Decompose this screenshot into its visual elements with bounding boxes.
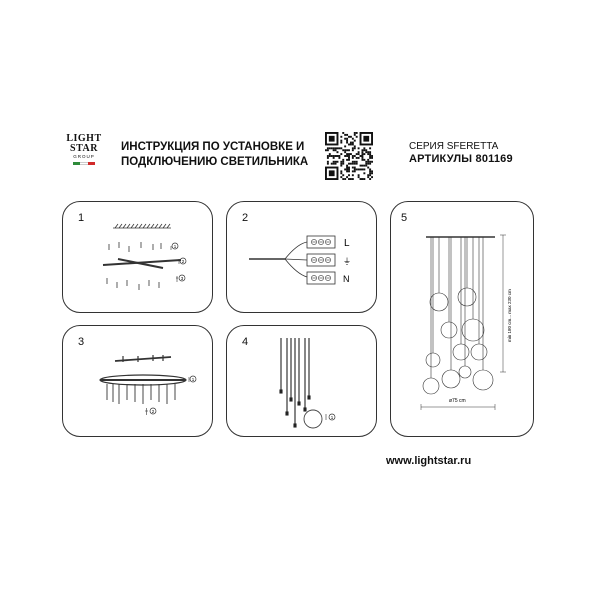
step-4-illustration: 1 [279,338,336,429]
italian-flag-icon [73,162,95,165]
terminal-block-n [306,271,336,285]
series-name: СЕРИЯ SFERETTA [409,141,499,152]
website-url[interactable]: www.lightstar.ru [386,455,472,467]
step-3-illustration: 1 2 [99,355,197,415]
callout-2-text: 2 [182,259,185,264]
title-line-1: ИНСТРУКЦИЯ ПО УСТАНОВКЕ И [121,141,305,153]
step-4-panel: 4 1 [226,325,377,437]
callout-2-circle [179,257,187,265]
step-5-panel: 5 min 180 cm... max 230 cm ø75 cm [390,201,534,437]
article-number: АРТИКУЛЫ 801169 [409,153,513,165]
terminal-block-l [306,235,336,249]
step-2-panel: 2 L ⏚ N [226,201,377,313]
terminal-block-earth [306,253,336,267]
callout-1-text: 1 [192,377,195,382]
callout-1-circle [171,242,179,250]
step-5-number: 5 [401,212,408,224]
qr-code-icon [325,132,373,180]
page-title: ИНСТРУКЦИЯ ПО УСТАНОВКЕ И ПОДКЛЮЧЕНИЮ СВ… [121,140,321,170]
neutral-label: N [343,274,350,284]
callout-3-circle [178,274,186,282]
step-3-panel: 3 1 2 [62,325,213,437]
diameter-label: ø75 cm [449,398,466,404]
step-2-number: 2 [242,212,249,224]
logo-line-star: STAR [70,143,98,154]
mounting-bar [102,259,182,266]
step-3-number: 3 [78,336,85,348]
glass-sphere [303,409,323,429]
callout-2-text: 2 [152,409,155,414]
title-line-2: ПОДКЛЮЧЕНИЮ СВЕТИЛЬНИКА [121,156,309,168]
height-range-label: min 180 cm... max 230 cm [507,289,512,342]
step-1-panel: 1 1 2 3 [62,201,213,313]
step-2-illustration: L ⏚ N [249,235,351,285]
earth-label: ⏚ [343,257,351,266]
brand-logo: LIGHT STAR GROUP [62,134,106,180]
callout-3-text: 3 [181,276,184,281]
live-label: L [344,238,350,249]
callout-1-text: 1 [331,415,334,420]
logo-line-group: GROUP [73,154,95,159]
product-info: СЕРИЯ SFERETTA АРТИКУЛЫ 801169 [409,140,513,166]
step-1-number: 1 [78,212,85,224]
callout-1-text: 1 [174,244,177,249]
step-1-illustration: 1 2 3 [102,223,187,290]
logo-line-light: LIGHT [66,133,102,144]
step-4-number: 4 [242,336,249,348]
step-5-assembled-illustration: min 180 cm... max 230 cm ø75 cm [420,234,512,410]
